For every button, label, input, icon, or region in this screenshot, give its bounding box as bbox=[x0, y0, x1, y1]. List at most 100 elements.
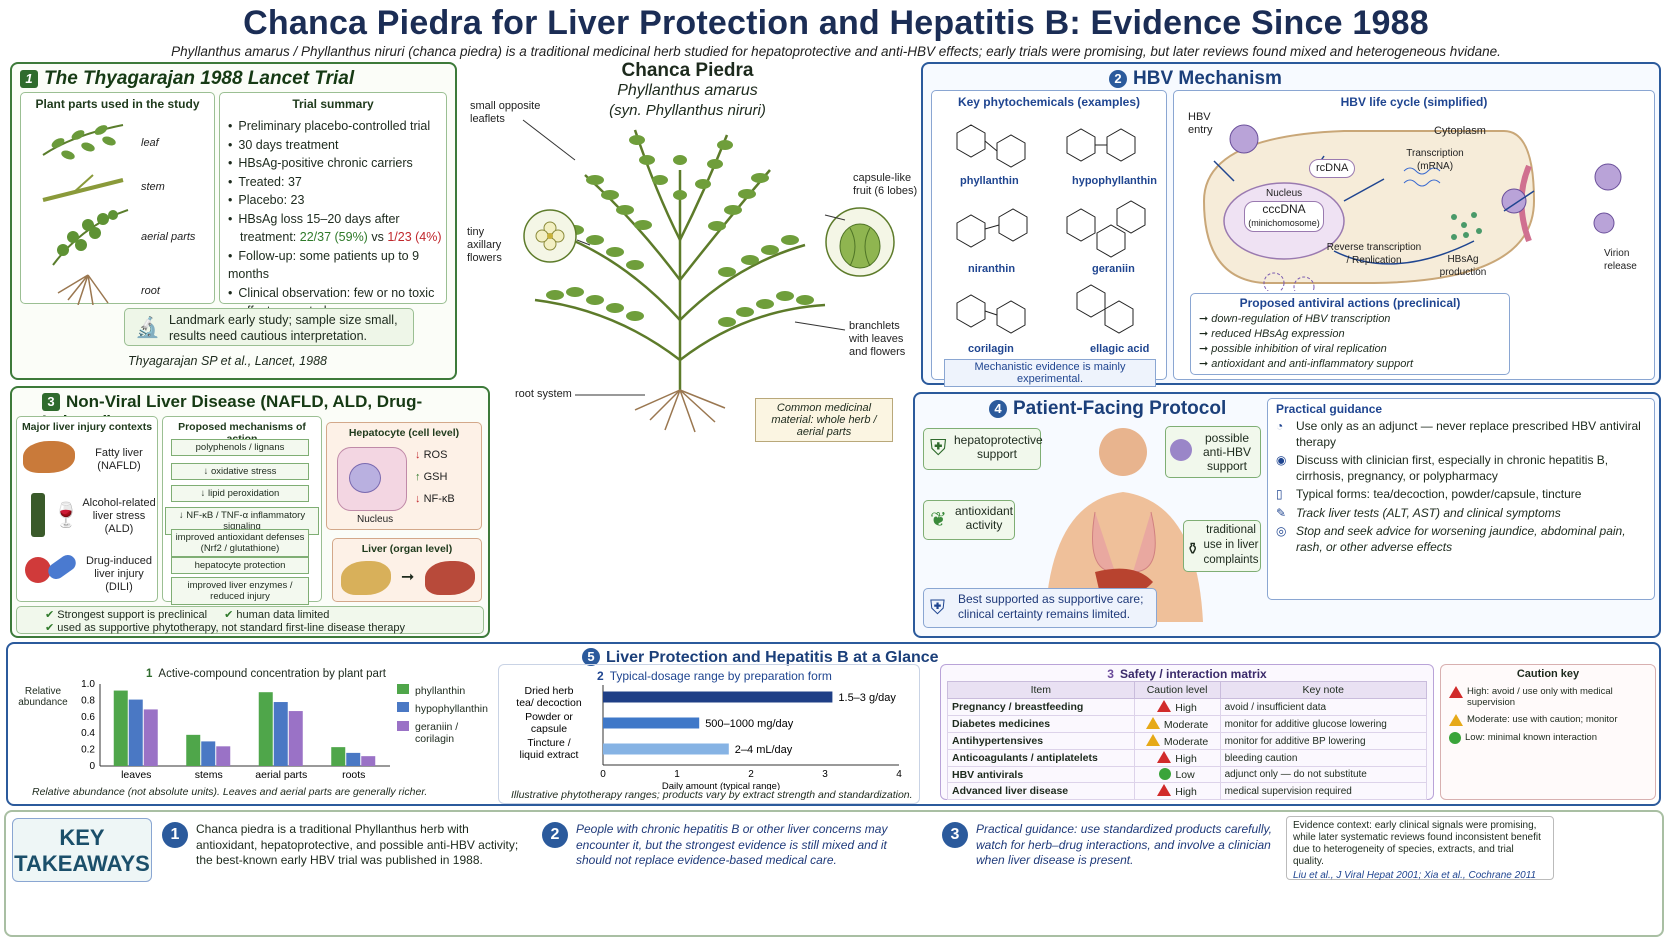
bar bbox=[603, 717, 700, 729]
hbv-cycle-diagram bbox=[1202, 124, 1622, 291]
warning-red-icon bbox=[1157, 700, 1172, 712]
y-tick-label: 1.0 bbox=[81, 679, 95, 690]
cell-nucleus bbox=[349, 463, 381, 493]
y-tick-label: 0.6 bbox=[81, 712, 95, 723]
warning-circle-icon: ◎ bbox=[1276, 524, 1287, 538]
compound-name: phyllanthin bbox=[960, 175, 1019, 187]
marker-nfkb: ↓ NF-κB bbox=[415, 493, 455, 505]
compound-name: corilagin bbox=[968, 343, 1014, 355]
x-tick-label: 1 bbox=[674, 769, 680, 780]
plant-drawing bbox=[522, 119, 895, 433]
category-label: capsule bbox=[531, 723, 567, 735]
cycle-cytoplasm: Cytoplasm bbox=[1434, 125, 1486, 137]
chart1-ylabel: Relative abundance bbox=[18, 686, 68, 708]
mechanism-step: ↓ lipid peroxidation bbox=[171, 485, 309, 502]
cycle-nucleus: Nucleus bbox=[1266, 188, 1303, 199]
legend-entry: phyllanthin bbox=[397, 682, 488, 700]
compound-name: geraniin bbox=[1092, 263, 1135, 275]
page-title: Chanca Piedra for Liver Protection and H… bbox=[243, 4, 1429, 42]
trial-summary-box: Trial summary Preliminary placebo-contro… bbox=[219, 92, 447, 318]
label-root-system: root system bbox=[515, 388, 572, 400]
healthy-liver-icon bbox=[425, 561, 475, 595]
summary-item: 30 days treatment bbox=[228, 136, 443, 155]
bar-value-label: 1.5–3 g/day bbox=[838, 692, 896, 704]
page-subtitle: Phyllanthus amarus / Phyllanthus niruri … bbox=[171, 44, 1501, 59]
bar bbox=[128, 699, 143, 766]
summary-item: HBsAg-positive chronic carriers bbox=[228, 154, 443, 173]
category-label: tea/ decoction bbox=[516, 697, 582, 709]
phyto-heading: Key phytochemicals (examples) bbox=[957, 95, 1141, 109]
organ-box: Liver (organ level) ➞ bbox=[332, 538, 482, 602]
panel3-footer: ✔ Strongest support is preclinical ✔ hum… bbox=[16, 606, 484, 634]
trial-note: 🔬 Landmark early study; sample size smal… bbox=[124, 308, 414, 346]
badge-antioxidant: ❦ antioxidant activity bbox=[923, 500, 1015, 540]
category-label: Tincture / bbox=[527, 737, 570, 749]
plant-synonym: (syn. Phyllanthus niruri) bbox=[609, 102, 766, 119]
context-nafld: Fatty liver (NAFLD) bbox=[95, 447, 143, 472]
x-tick-label: roots bbox=[342, 769, 365, 781]
loss-placebo: 1/23 (4%) bbox=[387, 230, 442, 244]
clock-icon: ◔ bbox=[1276, 419, 1284, 433]
bar bbox=[201, 741, 216, 766]
label-fruit: capsule-like fruit (6 lobes) bbox=[853, 172, 918, 197]
bar bbox=[603, 691, 833, 703]
cycle-release: Virion release bbox=[1604, 248, 1637, 272]
plant-parts-box: Plant parts used in the study leaf stem … bbox=[20, 92, 215, 305]
bar bbox=[113, 690, 128, 766]
warning-yellow-icon bbox=[1145, 734, 1160, 746]
cycle-rt: Reverse transcription / Replication bbox=[1326, 242, 1422, 266]
warning-yellow-icon bbox=[1145, 717, 1160, 729]
x-tick-label: 2 bbox=[748, 769, 754, 780]
legend-entry: hypophyllanthin bbox=[397, 700, 488, 718]
label-leaflets: small opposite leaflets bbox=[470, 100, 541, 125]
key-heading: Caution key bbox=[1516, 668, 1580, 680]
badge-anti-hbv: possible anti-HBV support bbox=[1165, 426, 1261, 478]
x-tick-label: stems bbox=[195, 769, 223, 781]
pencil-icon: ✎ bbox=[1276, 505, 1287, 520]
x-tick-label: 3 bbox=[822, 769, 828, 780]
category-label: Dried herb bbox=[524, 685, 573, 697]
antiviral-actions-box: Proposed antiviral actions (preclinical)… bbox=[1190, 293, 1510, 375]
shield-icon: ⛨ bbox=[930, 435, 947, 460]
compound-name: hypophyllanthin bbox=[1072, 175, 1157, 187]
x-tick-label: 0 bbox=[600, 769, 606, 780]
cycle-heading: HBV life cycle (simplified) bbox=[1340, 95, 1488, 109]
trial-summary-heading: Trial summary bbox=[292, 97, 374, 111]
contexts-heading: Major liver injury contexts bbox=[21, 421, 153, 433]
bar bbox=[288, 711, 303, 766]
nucleus-label: Nucleus bbox=[357, 514, 394, 525]
guidance-list: ◔Use only as an adjunct — never replace … bbox=[1276, 419, 1650, 555]
hepatocyte-box: Hepatocyte (cell level) Nucleus ↓ ROS ↑ … bbox=[326, 422, 482, 530]
warning-red-icon bbox=[1157, 784, 1172, 796]
bar bbox=[361, 756, 376, 766]
cycle-entry: HBV entry bbox=[1188, 111, 1213, 136]
capsule-icon bbox=[45, 551, 79, 583]
part-label-root: root bbox=[141, 285, 160, 297]
part-label-aerial: aerial parts bbox=[141, 231, 196, 243]
compound-name: ellagic acid bbox=[1090, 343, 1150, 355]
guidance-heading: Practical guidance bbox=[1276, 402, 1383, 416]
part-label-stem: stem bbox=[141, 181, 165, 193]
bottle-icon: ▯ bbox=[1276, 487, 1283, 501]
cycle-cccdna: cccDNA(minichomosome) bbox=[1244, 201, 1324, 232]
cycle-transcription: Transcription (mRNA) bbox=[1406, 148, 1464, 172]
action-item: ➞ possible inhibition of viral replicati… bbox=[1199, 343, 1387, 355]
y-tick-label: 0.2 bbox=[81, 745, 95, 756]
molecule-structures bbox=[956, 124, 1146, 334]
bar bbox=[258, 692, 273, 766]
